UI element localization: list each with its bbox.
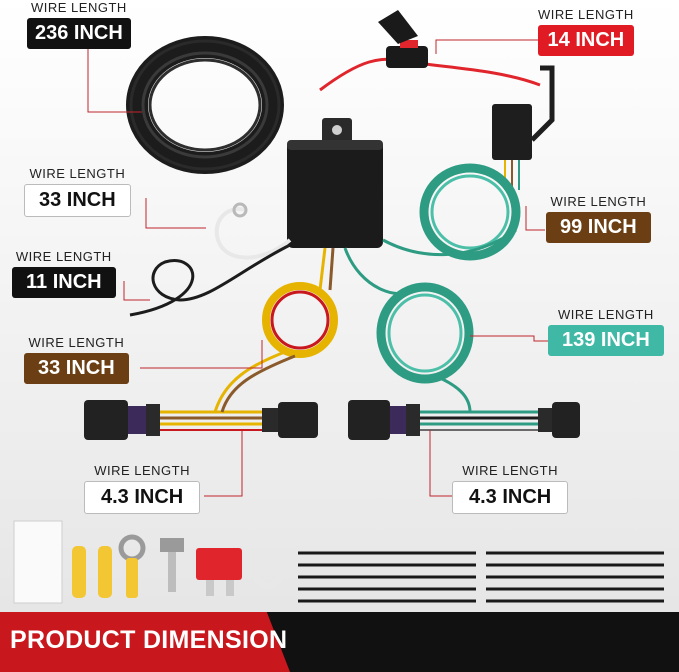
instruction-sheet [13,520,63,604]
black-wire-11 [129,243,291,317]
value: 14 INCH [538,25,634,56]
label-139-inch: WIRE LENGTH 139 INCH [548,307,664,356]
label-4-3-inch-right: WIRE LENGTH 4.3 INCH [452,463,569,514]
label-11-inch: WIRE LENGTH 11 INCH [12,249,116,298]
value: 4.3 INCH [452,481,569,514]
blade-fuse [196,548,242,580]
white-ground-wire [214,202,292,260]
label-33-inch-white: WIRE LENGTH 33 INCH [24,166,131,217]
yellow-wire-coil-33 [262,247,338,358]
value: 33 INCH [24,353,129,384]
grommet [253,559,283,589]
right-t-harness [348,376,580,440]
self-tapping-screw [160,538,184,552]
four-pin-connector [492,65,555,190]
caption: WIRE LENGTH [462,463,559,478]
green-wire-coil-99 [382,163,521,261]
caption: WIRE LENGTH [15,249,112,264]
value: 236 INCH [27,18,131,49]
value: 4.3 INCH [84,481,201,514]
caption: WIRE LENGTH [94,463,191,478]
value: 11 INCH [12,267,116,298]
caption: WIRE LENGTH [550,194,647,209]
black-wire-coil [126,36,284,174]
value: 33 INCH [24,184,131,217]
caption: WIRE LENGTH [28,335,125,350]
label-99-inch: WIRE LENGTH 99 INCH [546,194,651,243]
accessories [13,520,664,604]
label-4-3-inch-left: WIRE LENGTH 4.3 INCH [84,463,201,514]
banner-accent [0,612,290,672]
butt-connector-2 [98,546,112,598]
label-33-inch-brown: WIRE LENGTH 33 INCH [24,335,129,384]
cable-ties-left [298,551,476,603]
cable-ties-right [486,551,664,603]
leader-lines [87,39,548,497]
control-module [287,118,383,248]
green-wire-coil-139 [343,247,474,384]
value: 139 INCH [548,325,664,356]
label-236-inch: WIRE LENGTH 236 INCH [27,0,131,49]
left-t-harness [84,348,318,440]
fuse-holder-wire [319,10,541,92]
value: 99 INCH [546,212,651,243]
caption: WIRE LENGTH [31,0,127,15]
background [0,0,679,612]
caption: WIRE LENGTH [558,307,654,322]
label-14-inch: WIRE LENGTH 14 INCH [538,7,634,56]
banner-title: PRODUCT DIMENSION [10,626,288,654]
caption: WIRE LENGTH [29,166,126,181]
butt-connector-1 [72,546,86,598]
caption: WIRE LENGTH [538,7,634,22]
